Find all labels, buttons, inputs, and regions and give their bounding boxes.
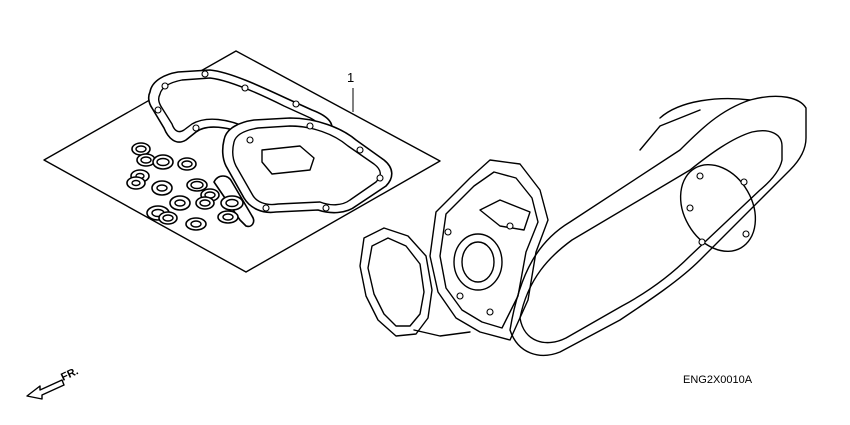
engine-assembly — [359, 95, 807, 356]
callout-label: 1 — [347, 70, 354, 85]
arrow-icon — [26, 379, 65, 400]
rear-cover — [359, 227, 433, 337]
front-direction-arrow: FR. — [26, 365, 80, 400]
direction-label: FR. — [59, 365, 80, 383]
callout-1[interactable]: 1 — [347, 70, 354, 112]
drawing-code: ENG2X0010A — [683, 374, 753, 386]
belt-cover — [509, 95, 807, 356]
o-rings-group — [126, 142, 244, 231]
cover-gasket-window — [221, 117, 393, 214]
engine-block — [429, 159, 549, 341]
